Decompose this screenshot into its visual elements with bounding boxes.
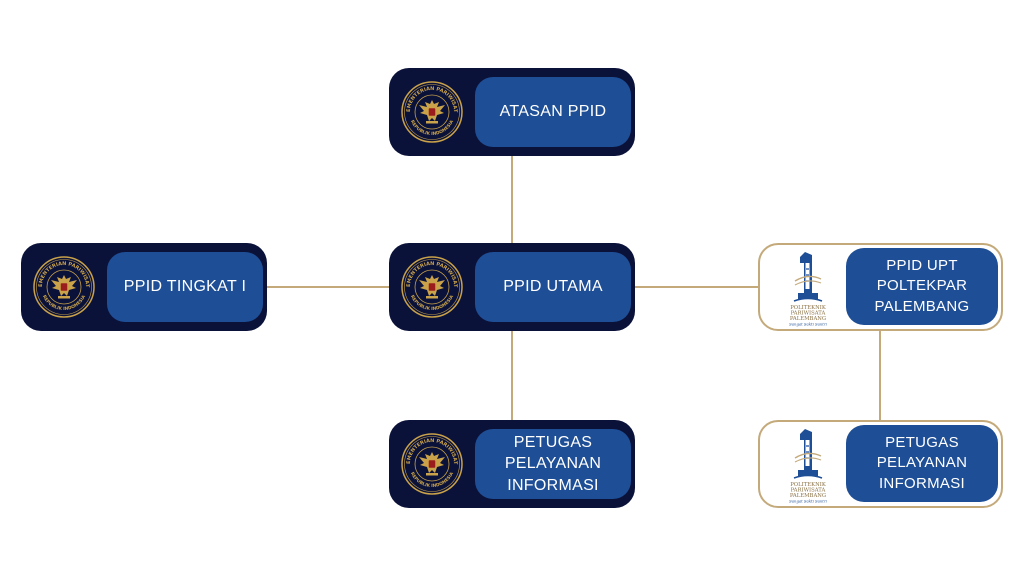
node-ppid-utama: PPID UTAMA — [389, 243, 635, 331]
node-atasan-ppid: ATASAN PPID — [389, 68, 635, 156]
kemenpar-seal-icon — [401, 81, 463, 143]
node-petugas-pelayanan-informasi: PETUGAS PELAYANAN INFORMASI — [389, 420, 635, 508]
node-label: PETUGAS PELAYANAN INFORMASI — [846, 425, 998, 502]
node-label: PPID TINGKAT I — [107, 252, 263, 322]
poltekpar-logo-icon — [788, 251, 829, 327]
poltekpar-logo-icon — [788, 428, 829, 504]
node-label: PETUGAS PELAYANAN INFORMASI — [475, 429, 631, 499]
kemenpar-seal-icon — [401, 256, 463, 318]
kemenpar-seal-icon — [33, 256, 95, 318]
node-petugas-pelayanan-informasi-upt: PETUGAS PELAYANAN INFORMASI — [758, 420, 1003, 508]
node-ppid-upt-poltekpar: PPID UPT POLTEKPAR PALEMBANG — [758, 243, 1003, 331]
kemenpar-seal-icon — [401, 433, 463, 495]
node-ppid-tingkat-i: PPID TINGKAT I — [21, 243, 267, 331]
node-label: ATASAN PPID — [475, 77, 631, 147]
node-label: PPID UTAMA — [475, 252, 631, 322]
node-label: PPID UPT POLTEKPAR PALEMBANG — [846, 248, 998, 325]
